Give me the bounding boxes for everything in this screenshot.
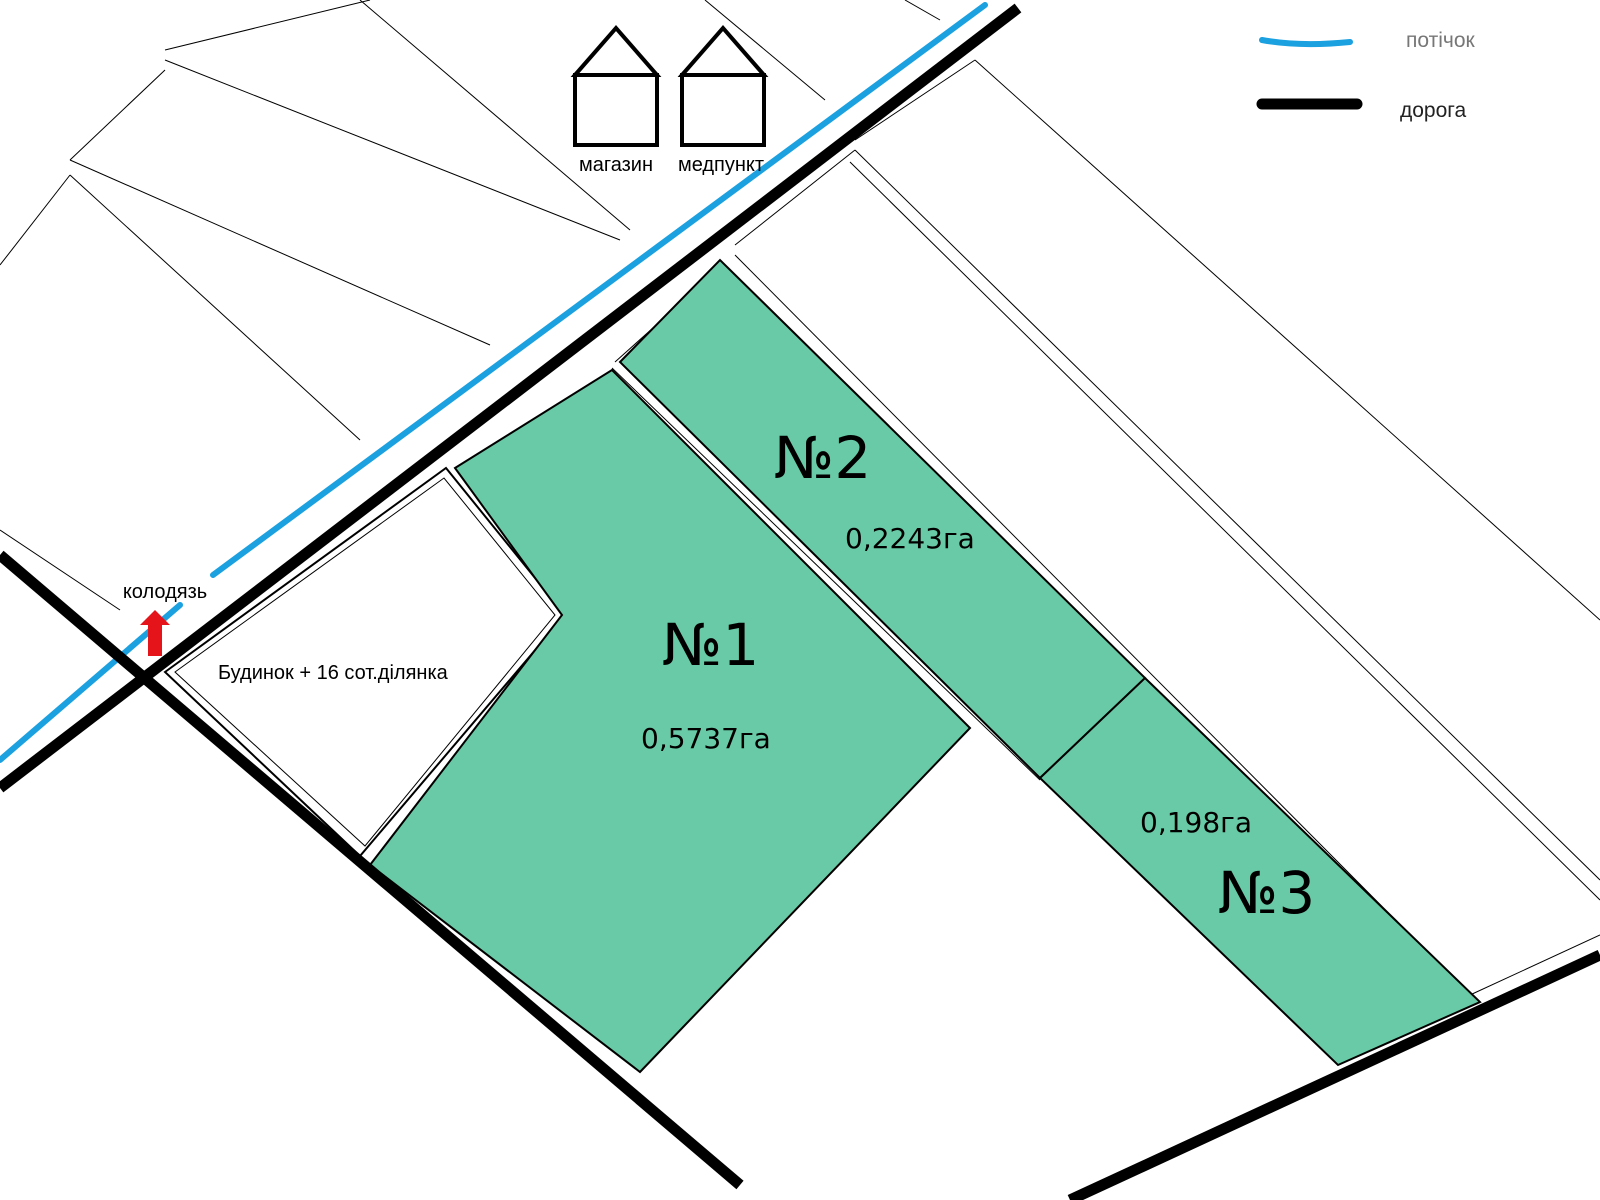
clinic-label: медпункт [678,154,764,176]
plot-2-number: №2 [774,424,871,492]
house-icon [570,24,662,77]
building-clinic: медпункт [677,24,769,176]
shop-label: магазин [579,154,653,176]
stream-legend-label: потічок [1406,29,1475,52]
stream-legend-swatch [1259,37,1353,48]
building-shop: магазин [570,24,662,176]
plot-3[interactable] [1038,676,1482,1067]
house-icon [677,24,769,77]
plot-1-area: 0,5737га [641,722,771,755]
plot-2-area: 0,2243га [845,522,975,555]
house-plot-label: Будинок + 16 сот.ділянка [218,662,449,684]
plot-3-area: 0,198га [1140,806,1252,839]
plot-1[interactable] [368,368,972,1074]
red-arrow-up-icon [140,610,170,656]
well: колодязь [123,581,207,656]
well-label: колодязь [123,581,207,603]
legend: потічок дорога [1256,29,1475,122]
plot-1-number: №1 [662,611,759,679]
roads [0,3,1600,1200]
road-legend-label: дорога [1400,99,1466,122]
parcel-boundaries [0,0,1600,996]
plot-3-number: №3 [1218,859,1315,927]
